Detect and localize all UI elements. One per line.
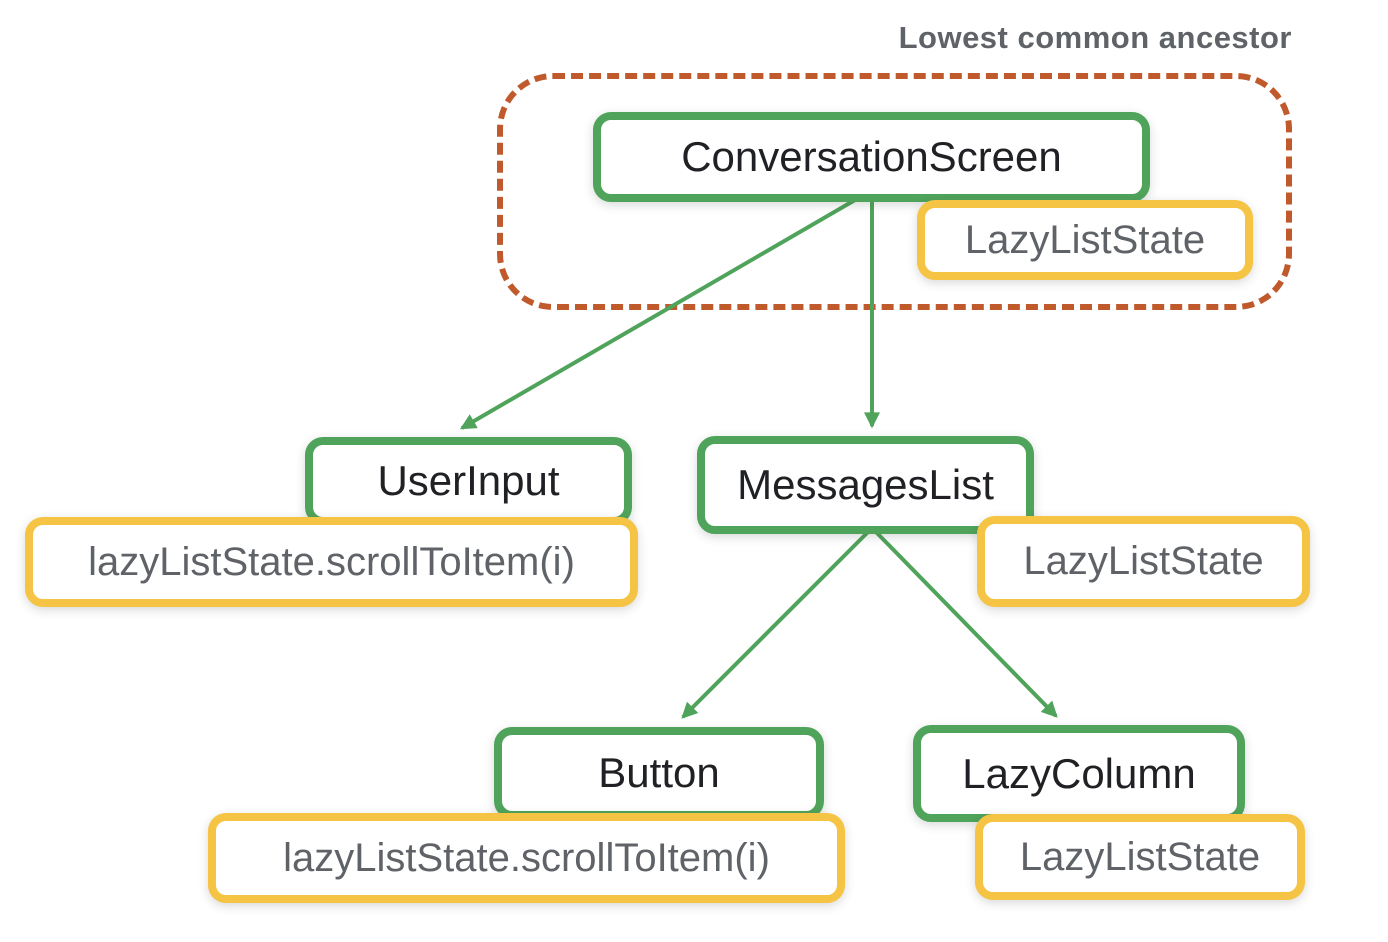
node-user-input: UserInput: [305, 437, 632, 525]
state-button-scrolltoitem-call: lazyListState.scrollToItem(i): [208, 813, 845, 903]
lowest-common-ancestor-outline: [497, 73, 1292, 310]
node-label: Button: [598, 749, 720, 796]
state-label: lazyListState.scrollToItem(i): [283, 835, 770, 880]
state-userinput-scrolltoitem-call: lazyListState.scrollToItem(i): [25, 517, 638, 607]
state-label: LazyListState: [1023, 539, 1264, 583]
state-label: LazyListState: [1019, 834, 1261, 879]
state-messageslist-lazyliststate: LazyListState: [977, 516, 1310, 607]
state-label: LazyListState: [964, 217, 1206, 262]
node-lazy-column: LazyColumn: [913, 725, 1245, 822]
node-label: UserInput: [377, 457, 560, 504]
edge-messageslist-button: [681, 530, 870, 719]
node-messages-list: MessagesList: [697, 436, 1034, 534]
node-button: Button: [494, 727, 824, 819]
state-conversationscreen-lazyliststate: LazyListState: [917, 200, 1253, 280]
node-label: LazyColumn: [962, 749, 1196, 797]
node-conversation-screen: ConversationScreen: [593, 112, 1150, 202]
state-lazycolumn-lazyliststate: LazyListState: [975, 814, 1305, 900]
node-label: MessagesList: [737, 461, 994, 508]
state-label: lazyListState.scrollToItem(i): [88, 539, 575, 584]
node-label: ConversationScreen: [681, 133, 1062, 180]
lowest-common-ancestor-label: Lowest common ancestor: [898, 20, 1292, 55]
